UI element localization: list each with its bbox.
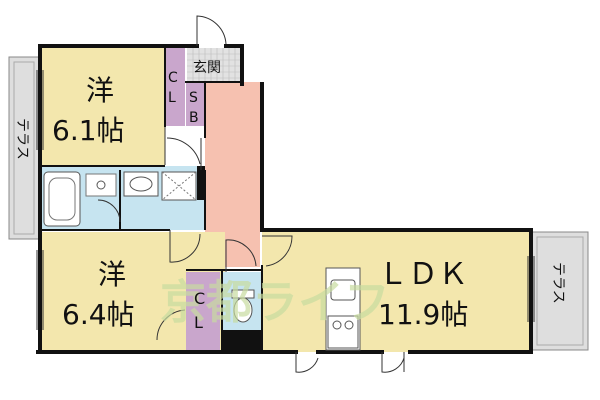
terrace-left-label: テラス [14,118,30,160]
closet-bottom-label-l: L [194,313,203,332]
room-western-top-kanji: 洋 [86,74,114,107]
closet-top-label-l: L [168,90,176,106]
bathtub-icon [43,171,81,227]
shower-icon [85,173,117,197]
shoe-box [186,82,207,126]
room-ldk-title: ＬＤＫ [378,257,468,292]
watermark: 京都ライフ [160,275,390,329]
room-western-bottom-size: 6.4帖 [62,298,135,331]
closet-top [165,48,185,126]
pipe-shaft [222,330,262,352]
room-western-bottom-kanji: 洋 [98,258,126,291]
terrace-right-label: テラス [550,262,566,304]
kitchen-counter [325,267,361,351]
laundry-space-icon [161,171,197,201]
room-western-top [40,47,165,166]
room-ldk-size: 11.9帖 [378,298,468,331]
genkan-floor-pattern [187,48,240,82]
washbasin-icon [123,171,159,197]
closet-top-label-c: C [168,70,178,86]
shoe-box-label-b: B [189,110,199,126]
walls [36,44,533,354]
shoe-box-label-s: S [189,90,198,106]
closet-bottom [186,272,220,351]
toilet-icon [231,289,255,323]
genkan-label: 玄関 [193,59,221,76]
closet-bottom-label-c: C [194,289,205,308]
terrace-left [8,56,40,240]
terrace-right [531,231,589,351]
pipe-shaft-2 [197,166,205,200]
room-western-top-size: 6.1帖 [52,114,125,147]
genkan-area [187,48,240,82]
room-ldk [262,232,530,352]
windows [36,70,535,330]
door-swings [97,15,405,373]
